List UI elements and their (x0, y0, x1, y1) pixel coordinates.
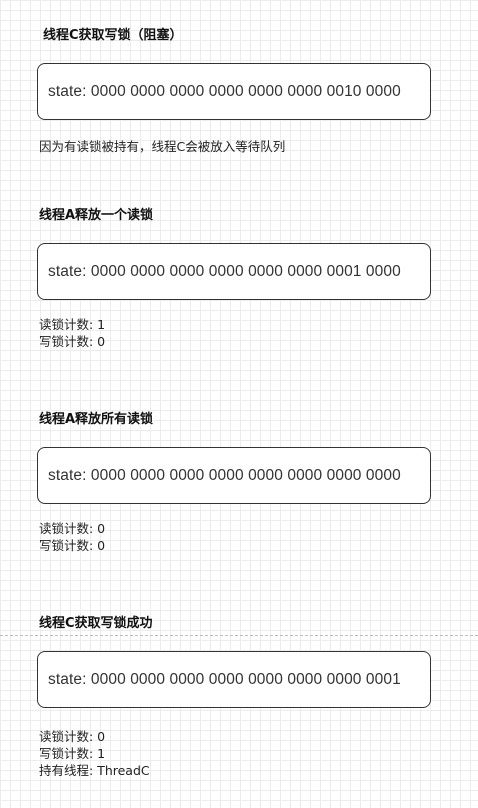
step-2-read-lock-count: 读锁计数: 1 (39, 317, 106, 332)
step-3-state-box: state: 0000 0000 0000 0000 0000 0000 000… (37, 447, 431, 504)
step-4-title: 线程C获取写锁成功 (39, 616, 153, 631)
step-4-owner-thread: 持有线程: ThreadC (39, 763, 150, 778)
step-4-state-box: state: 0000 0000 0000 0000 0000 0000 000… (37, 651, 431, 708)
step-4-state-value: state: 0000 0000 0000 0000 0000 0000 000… (48, 670, 401, 688)
step-3-write-lock-count: 写锁计数: 0 (39, 538, 106, 553)
step-4-read-lock-count: 读锁计数: 0 (39, 729, 106, 744)
step-2-state-value: state: 0000 0000 0000 0000 0000 0000 000… (48, 262, 401, 280)
step-3-title: 线程A释放所有读锁 (39, 412, 154, 427)
step-2-title: 线程A释放一个读锁 (39, 208, 154, 223)
step-1-state-box: state: 0000 0000 0000 0000 0000 0000 001… (37, 63, 431, 120)
step-2-write-lock-count: 写锁计数: 0 (39, 334, 106, 349)
step-3-read-lock-count: 读锁计数: 0 (39, 521, 106, 536)
step-2-state-box: state: 0000 0000 0000 0000 0000 0000 000… (37, 243, 431, 300)
step-1-state-value: state: 0000 0000 0000 0000 0000 0000 001… (48, 82, 401, 100)
step-1-note: 因为有读锁被持有，线程C会被放入等待队列 (39, 139, 286, 154)
step-3-notes: 读锁计数: 0 写锁计数: 0 (39, 520, 105, 554)
step-2-notes: 读锁计数: 1 写锁计数: 0 (39, 316, 105, 350)
step-1-notes: 因为有读锁被持有，线程C会被放入等待队列 (39, 138, 285, 155)
step-1-title: 线程C获取写锁（阻塞） (43, 28, 183, 43)
step-3-state-value: state: 0000 0000 0000 0000 0000 0000 000… (48, 466, 401, 484)
dashed-divider (0, 635, 478, 636)
step-4-notes: 读锁计数: 0 写锁计数: 1 持有线程: ThreadC (39, 728, 150, 779)
step-4-write-lock-count: 写锁计数: 1 (39, 746, 106, 761)
